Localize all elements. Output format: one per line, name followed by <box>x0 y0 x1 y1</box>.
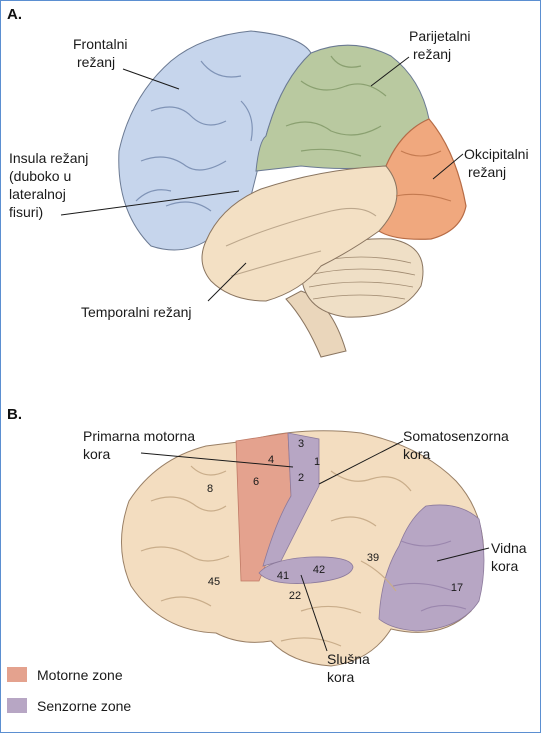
area-39: 39 <box>367 552 379 564</box>
label-occipital-1: Okcipitalni <box>464 146 529 162</box>
area-22: 22 <box>289 590 301 602</box>
label-insula-1: Insula režanj <box>9 150 88 166</box>
label-insula-4: fisuri) <box>9 204 43 220</box>
legend-sensory-swatch <box>7 698 27 713</box>
label-auditory-2: kora <box>327 669 354 685</box>
label-somato-2: kora <box>403 446 430 462</box>
label-auditory-1: Slušna <box>327 651 370 667</box>
legend-motor-swatch <box>7 667 27 682</box>
area-2: 2 <box>298 472 304 484</box>
area-42: 42 <box>313 564 325 576</box>
area-41: 41 <box>277 570 289 582</box>
label-parietal-2: režanj <box>413 46 451 62</box>
area-6: 6 <box>253 476 259 488</box>
legend-sensory-label: Senzorne zone <box>37 698 131 714</box>
label-occipital-2: režanj <box>468 164 506 180</box>
panel-b-letter: B. <box>7 406 22 423</box>
label-somato-1: Somatosenzorna <box>403 428 509 444</box>
label-parietal-1: Parijetalni <box>409 28 470 44</box>
label-frontal-1: Frontalni <box>73 36 127 52</box>
label-motor-1: Primarna motorna <box>83 428 195 444</box>
area-4: 4 <box>268 454 274 466</box>
label-frontal-2: režanj <box>77 54 115 70</box>
label-visual-1: Vidna <box>491 540 527 556</box>
label-visual-2: kora <box>491 558 518 574</box>
area-1: 1 <box>314 456 320 468</box>
panel-a-letter: A. <box>7 6 22 23</box>
label-temporal: Temporalni režanj <box>81 304 192 320</box>
area-45: 45 <box>208 576 220 588</box>
label-insula-2: (duboko u <box>9 168 71 184</box>
legend-motor-label: Motorne zone <box>37 667 123 683</box>
area-17: 17 <box>451 582 463 594</box>
label-insula-3: lateralnoj <box>9 186 66 202</box>
area-3: 3 <box>298 438 304 450</box>
area-8: 8 <box>207 483 213 495</box>
label-motor-2: kora <box>83 446 110 462</box>
